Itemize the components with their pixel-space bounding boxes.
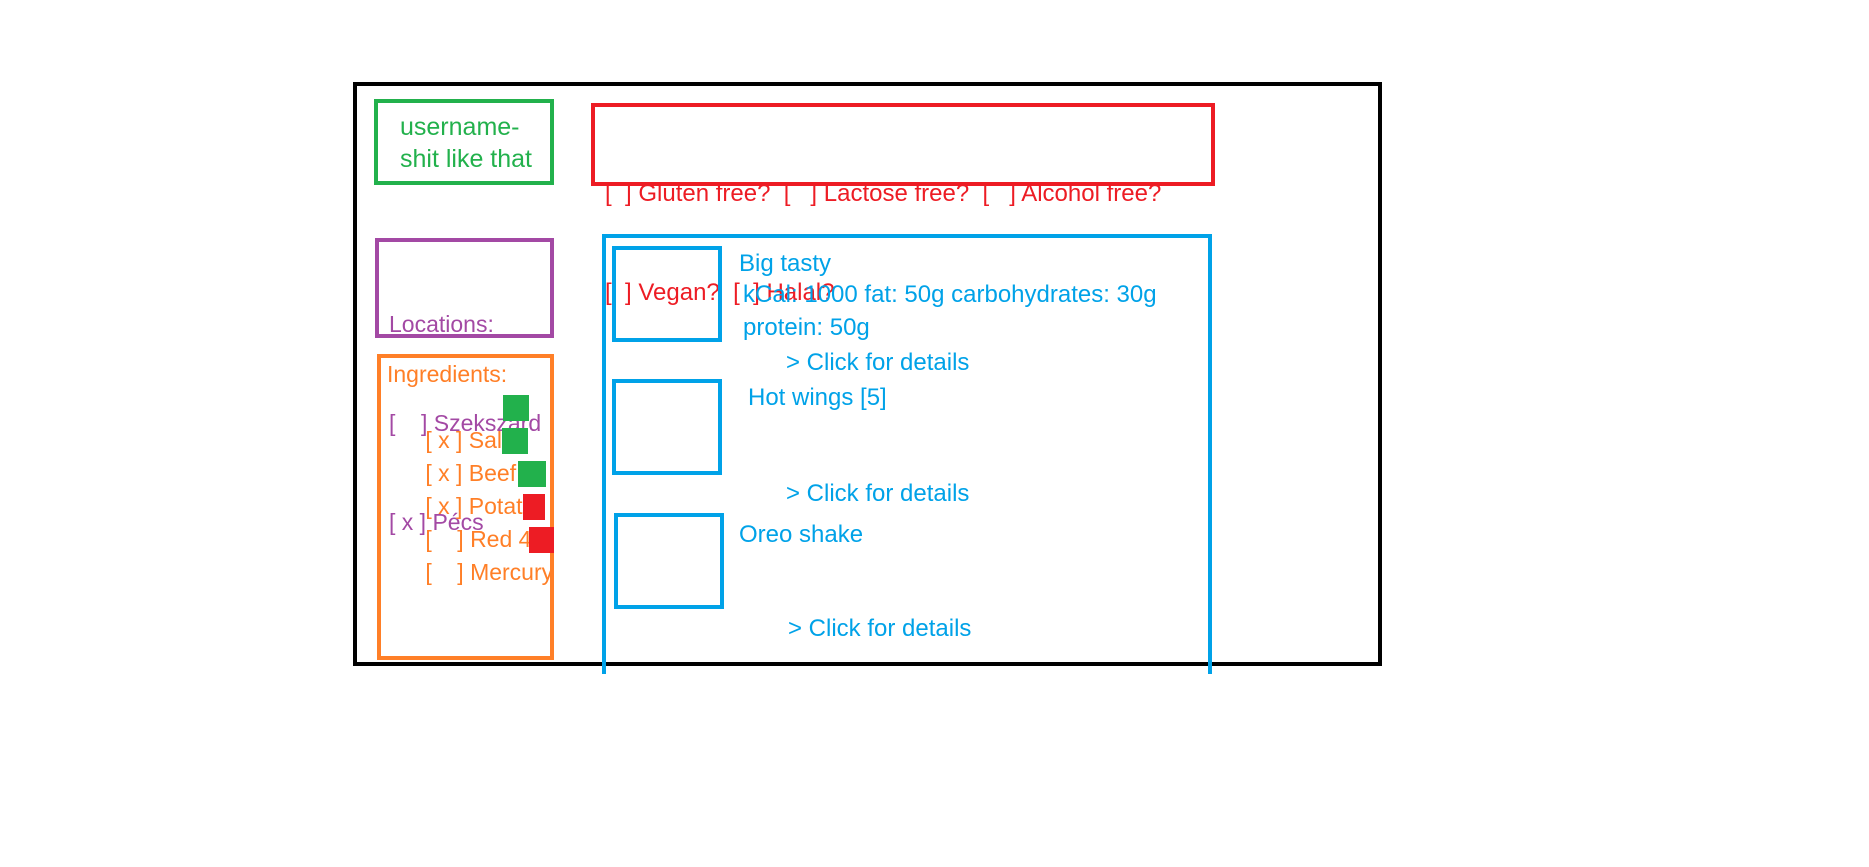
food-details-link[interactable]: > Click for details bbox=[788, 615, 972, 642]
food-thumbnail[interactable] bbox=[614, 513, 724, 609]
ingredient-item-red-40[interactable]: [ ] Red 40 bbox=[387, 490, 550, 552]
food-details-link[interactable]: > Click for details bbox=[786, 480, 970, 507]
food-name: Big tasty bbox=[739, 250, 832, 277]
ingredient-status-swatch bbox=[529, 527, 554, 553]
ingredient-item-beef[interactable]: [ x ] Beef bbox=[387, 424, 550, 486]
food-name: Oreo shake bbox=[739, 521, 864, 548]
ingredient-item-salt[interactable]: [ x ] Salt bbox=[387, 391, 550, 453]
food-details-link[interactable]: > Click for details bbox=[786, 349, 970, 376]
app-frame: username- shit like that [ ] Gluten free… bbox=[353, 82, 1382, 674]
user-panel[interactable]: username- shit like that bbox=[374, 99, 554, 185]
food-thumbnail[interactable] bbox=[612, 246, 722, 342]
ingredient-label: [ x ] Salt bbox=[425, 427, 509, 453]
ingredient-status-swatch bbox=[503, 395, 529, 421]
ingredients-panel: Ingredients: [ x ] Salt [ x ] Beef [ x ]… bbox=[377, 354, 554, 660]
ingredient-status-swatch bbox=[502, 428, 528, 454]
food-nutrition-line-1: kCal: 1000 fat: 50g carbohydrates: 30g bbox=[743, 281, 1157, 308]
ingredient-status-swatch bbox=[518, 461, 546, 487]
food-nutrition-line-2: protein: 50g bbox=[743, 314, 870, 341]
food-list-panel: Big tasty kCal: 1000 fat: 50g carbohydra… bbox=[602, 234, 1212, 674]
username-line-1: username- bbox=[400, 113, 520, 141]
diet-filter-panel: [ ] Gluten free? [ ] Lactose free? [ ] A… bbox=[591, 103, 1215, 306]
locations-panel: Locations: [ ] Szekszárd [ x ] Pécs bbox=[375, 238, 554, 535]
location-checkbox-pecs[interactable]: [ x ] Pécs bbox=[389, 509, 484, 535]
ingredient-item-potato[interactable]: [ x ] Potato bbox=[387, 457, 550, 519]
ingredient-label: [ ] Mercury bbox=[425, 559, 554, 585]
ingredient-item-mercury[interactable]: [ ] Mercury bbox=[387, 523, 554, 585]
food-name: Hot wings [5] bbox=[748, 384, 887, 411]
locations-title: Locations: bbox=[389, 311, 494, 337]
ingredient-label: [ x ] Beef bbox=[425, 460, 517, 486]
username-line-2: shit like that bbox=[400, 145, 533, 173]
food-thumbnail[interactable] bbox=[612, 379, 722, 475]
ingredients-title: Ingredients: bbox=[387, 361, 508, 387]
diet-filter-row-2[interactable]: [ ] Vegan? [ ] Halal? bbox=[605, 279, 835, 306]
diet-filter-row-1[interactable]: [ ] Gluten free? [ ] Lactose free? [ ] A… bbox=[605, 180, 1162, 207]
ingredient-status-swatch bbox=[523, 494, 545, 520]
